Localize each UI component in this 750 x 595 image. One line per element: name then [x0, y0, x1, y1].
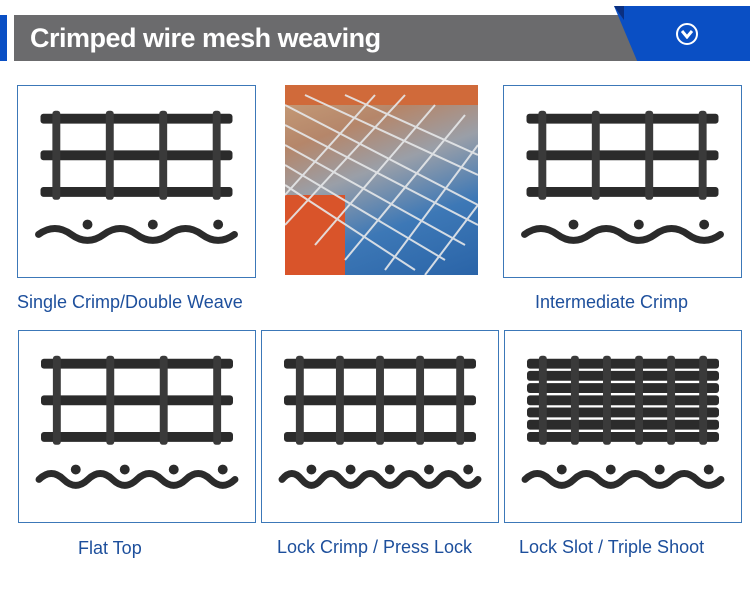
diagram-intermediate-crimp [503, 85, 742, 278]
page-title: Crimped wire mesh weaving [30, 23, 381, 53]
header-bar [14, 15, 639, 61]
label-intermediate-crimp: Intermediate Crimp [535, 292, 689, 312]
diagram-flat-top [18, 330, 256, 523]
diagram-lock-slot [504, 330, 742, 523]
label-single-crimp: Single Crimp/Double Weave [17, 292, 243, 312]
chevron-down-circle-icon[interactable] [676, 23, 698, 45]
header-tab-fold [614, 6, 624, 20]
label-lock-slot: Lock Slot / Triple Shoot [519, 537, 705, 557]
mesh-photo [285, 85, 478, 275]
header-accent-bar [0, 15, 7, 61]
diagram-lock-crimp [261, 330, 499, 523]
label-flat-top: Flat Top [78, 538, 142, 558]
label-lock-crimp: Lock Crimp / Press Lock [277, 537, 473, 557]
diagram-single-crimp [17, 85, 256, 278]
